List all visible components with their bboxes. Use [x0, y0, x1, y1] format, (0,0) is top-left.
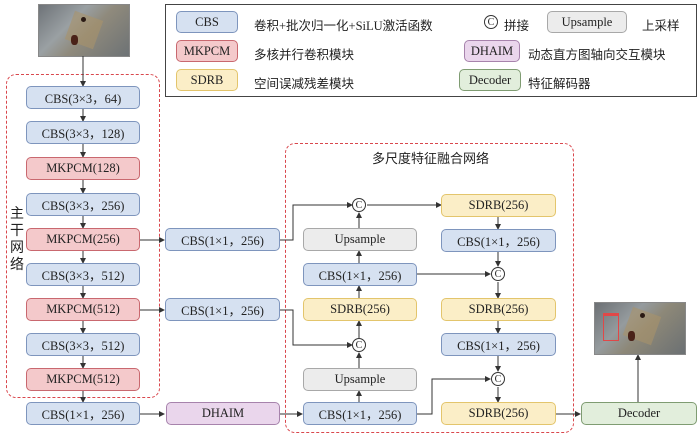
fusion-sdrb-mid-left: SDRB(256): [303, 298, 417, 321]
backbone-block-5: MKPCM(256): [26, 228, 140, 251]
legend-cbs-desc: 卷积+批次归一化+SiLU激活函数: [254, 19, 433, 33]
backbone-block-7: MKPCM(512): [26, 298, 140, 321]
backbone-block-3: MKPCM(128): [26, 157, 140, 180]
legend-upsample-desc: 上采样: [642, 19, 680, 33]
backbone-block-8: CBS(3×3，512): [26, 333, 140, 356]
fusion-cbs-top-right: CBS(1×1，256): [441, 229, 556, 252]
backbone-out-block: CBS(1×1，256): [26, 402, 140, 425]
fusion-sdrb-mid-right: SDRB(256): [441, 298, 556, 321]
concat-icon: C: [352, 198, 366, 212]
legend-dhaim-swatch: DHAIM: [464, 40, 520, 62]
legend-concat-icon: C: [484, 15, 498, 29]
fusion-upsample-top: Upsample: [303, 228, 417, 251]
legend-sdrb-desc: 空间误减残差模块: [254, 77, 355, 91]
legend-sdrb-swatch: SDRB: [176, 69, 238, 91]
backbone-label: 主干网络: [10, 207, 24, 273]
backbone-block-6: CBS(3×3，512): [26, 263, 140, 286]
lateral-cbs-upper: CBS(1×1，256): [165, 228, 280, 251]
legend-upsample-swatch: Upsample: [547, 11, 627, 33]
dhaim-block: DHAIM: [166, 402, 280, 425]
concat-icon: C: [352, 338, 366, 352]
legend: CBS 卷积+批次归一化+SiLU激活函数 MKPCM 多核并行卷积模块 SDR…: [165, 4, 697, 97]
concat-icon: C: [491, 267, 505, 281]
fusion-region: [285, 143, 574, 433]
fusion-cbs-mid-right: CBS(1×1，256): [441, 333, 556, 356]
backbone-block-4: CBS(3×3，256): [26, 193, 140, 216]
output-image: [594, 302, 686, 355]
fusion-cbs-mid-left: CBS(1×1，256): [303, 263, 417, 286]
fusion-upsample-bottom: Upsample: [303, 368, 417, 391]
legend-mkpcm-desc: 多核并行卷积模块: [254, 48, 355, 62]
fusion-sdrb-top-right: SDRB(256): [441, 194, 556, 217]
legend-concat-desc: 拼接: [504, 19, 530, 33]
backbone-block-2: CBS(3×3，128): [26, 121, 140, 144]
legend-decoder-desc: 特征解码器: [528, 77, 591, 91]
fusion-title: 多尺度特征融合网络: [372, 151, 490, 166]
backbone-block-1: CBS(3×3，64): [26, 86, 140, 109]
decoder-block: Decoder: [581, 402, 697, 425]
legend-decoder-swatch: Decoder: [459, 69, 521, 91]
input-image: [38, 4, 130, 57]
backbone-block-9: MKPCM(512): [26, 368, 140, 391]
legend-cbs-swatch: CBS: [176, 11, 238, 33]
legend-dhaim-desc: 动态直方图轴向交互模块: [528, 48, 666, 62]
fusion-sdrb-bottom-right: SDRB(256): [441, 402, 556, 425]
lateral-cbs-lower: CBS(1×1，256): [165, 298, 280, 321]
concat-icon: C: [491, 372, 505, 386]
fusion-cbs-bottom-left: CBS(1×1，256): [303, 402, 417, 425]
legend-mkpcm-swatch: MKPCM: [176, 40, 238, 62]
